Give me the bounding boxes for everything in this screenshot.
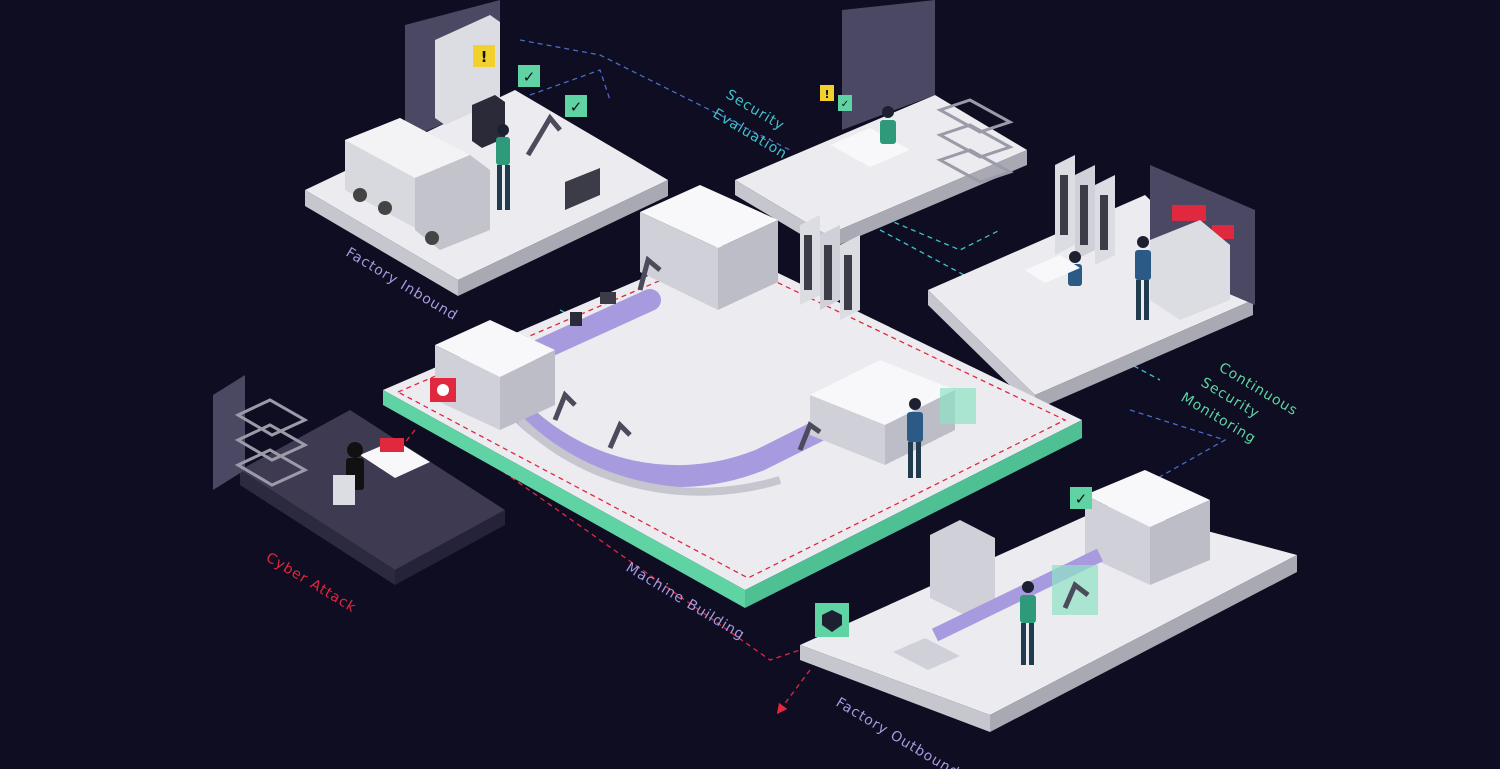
- office-chair: [333, 475, 355, 505]
- skull-alert-icon: [430, 378, 456, 402]
- attacker-laptop: [380, 438, 404, 452]
- svg-text:✓: ✓: [841, 99, 849, 110]
- alert-screen: [1172, 205, 1206, 221]
- machine-tablet: [600, 292, 616, 304]
- machine-controller: [570, 312, 582, 326]
- attack-room-wall: [213, 375, 245, 490]
- check-icon: ✓: [838, 95, 852, 111]
- svg-text:✓: ✓: [570, 98, 583, 116]
- outbound-tower: [930, 520, 995, 615]
- evaluation-worker: [880, 106, 896, 144]
- shield-icon: [815, 603, 849, 637]
- attack-deflect-arrow: [780, 670, 810, 710]
- robot-enclosure: [940, 388, 976, 424]
- warning-icon: !: [820, 85, 834, 101]
- svg-text:!: !: [481, 48, 488, 66]
- monitoring-server-racks: [1055, 155, 1115, 265]
- cyber-attack-label: Cyber Attack: [263, 550, 359, 616]
- check-icon: ✓: [518, 65, 540, 87]
- svg-text:✓: ✓: [1075, 490, 1088, 508]
- warning-icon: !: [473, 45, 495, 67]
- check-icon: ✓: [1070, 487, 1092, 509]
- factory-inbound-zone: ! ✓ ✓ Factory Inbound: [305, 0, 668, 324]
- svg-text:!: !: [824, 88, 829, 101]
- check-icon: ✓: [565, 95, 587, 117]
- svg-text:✓: ✓: [523, 68, 536, 86]
